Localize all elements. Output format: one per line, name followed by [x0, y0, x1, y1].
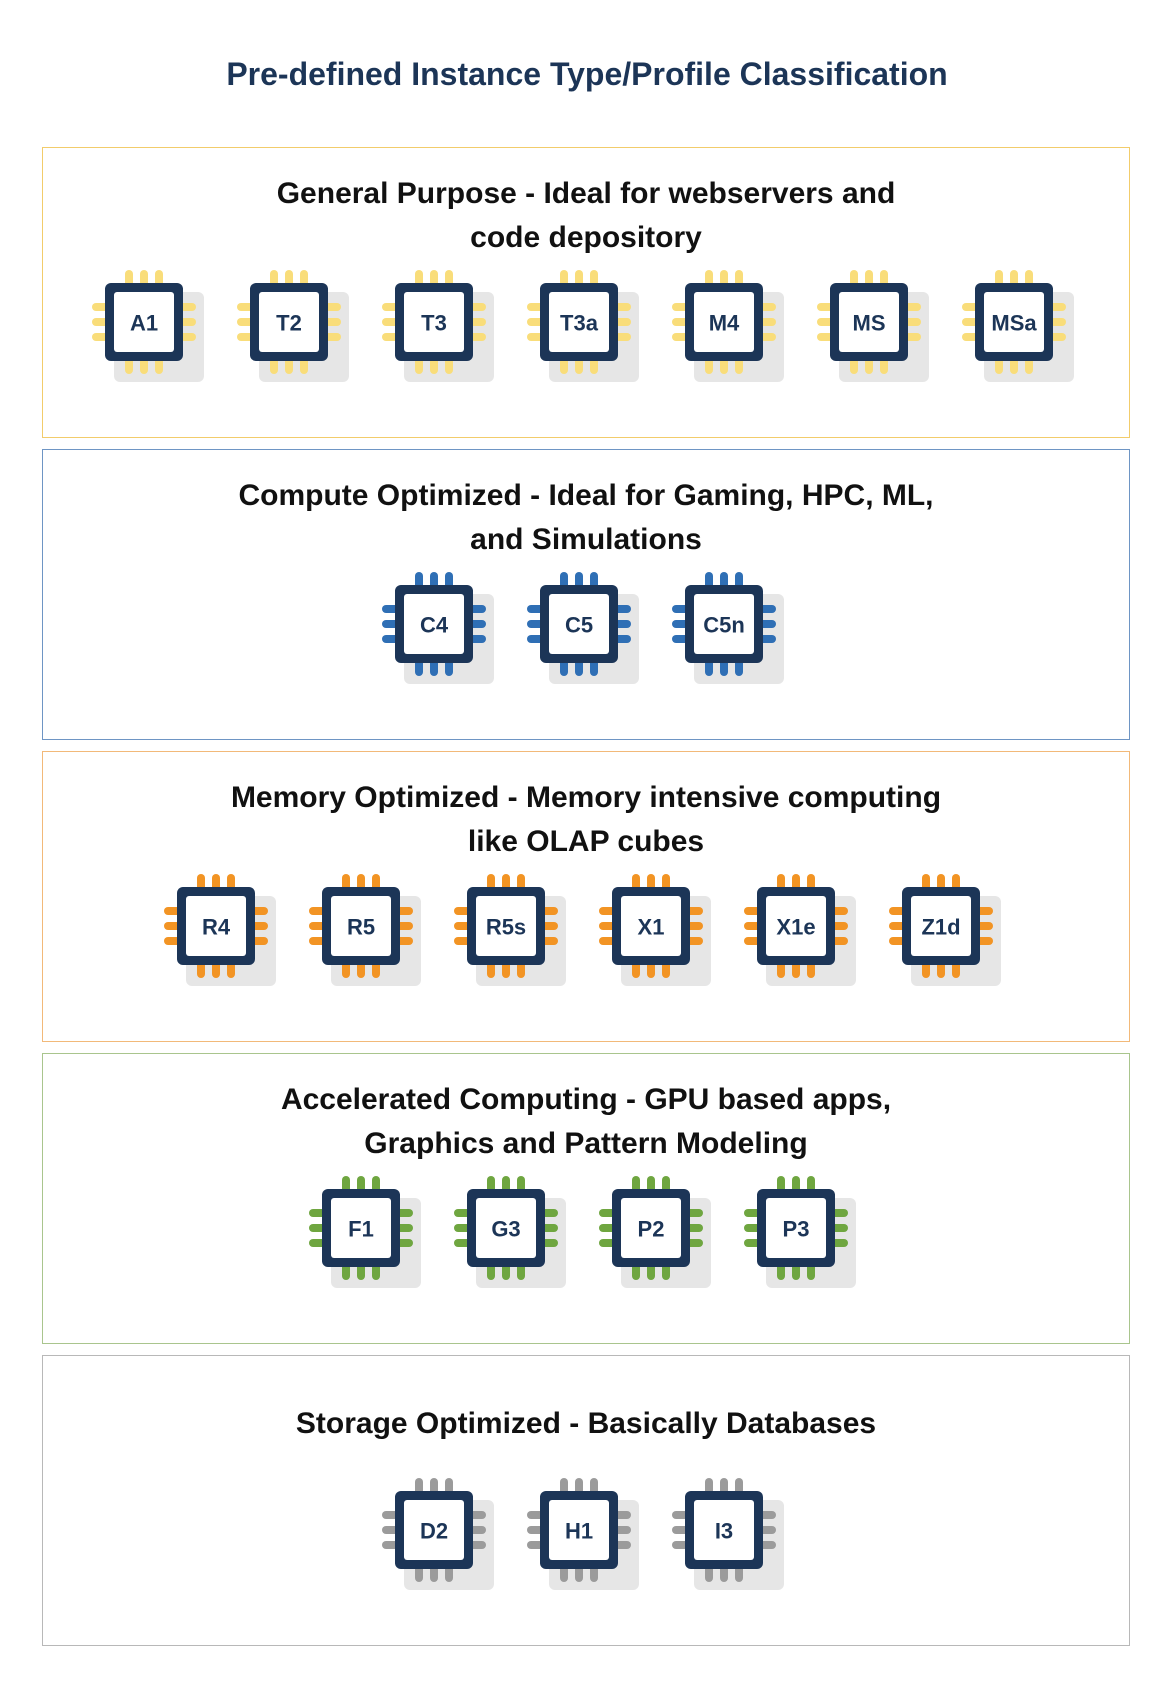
chip-face	[766, 896, 826, 956]
chip-icon: R5s	[454, 874, 566, 986]
chip-label: A1	[129, 311, 157, 336]
section-accelerated-computing: Accelerated Computing - GPU based apps, G…	[42, 1053, 1130, 1344]
chip-label: T3a	[560, 311, 599, 336]
section-title-line: Storage Optimized - Basically Databases	[295, 1407, 877, 1440]
chip-face	[693, 594, 754, 654]
chip-label: R4	[202, 915, 231, 940]
chip-icon: P2	[599, 1176, 711, 1288]
chip-label: T2	[276, 311, 302, 336]
section-title: Compute Optimized - Ideal for Gaming, HP…	[43, 474, 1129, 562]
chip-icon: X1	[599, 874, 711, 986]
section-memory-optimized: Memory Optimized - Memory intensive comp…	[42, 751, 1130, 1042]
chip-label: P2	[638, 1217, 665, 1242]
chip-label: X1e	[776, 915, 815, 940]
chip-row: C4 C5 C5n	[43, 568, 1129, 695]
chip-face	[186, 896, 246, 956]
chip-label: M4	[708, 311, 739, 336]
chip-face	[548, 594, 609, 654]
chip-icon: T3	[381, 270, 494, 382]
chip-icon: P3	[744, 1176, 856, 1288]
chip-face	[403, 292, 464, 352]
chip-icon: D2	[381, 1478, 494, 1590]
section-title: Storage Optimized - Basically Databases	[43, 1402, 1129, 1446]
chip-label: C4	[419, 613, 448, 638]
section-title-line: and Simulations	[470, 523, 702, 556]
chip-face	[548, 1500, 609, 1560]
section-general-purpose: General Purpose - Ideal for webservers a…	[42, 147, 1130, 438]
chip-face	[838, 292, 899, 352]
chip-row: F1 G3 P2 P3	[43, 1172, 1129, 1299]
chip-face	[331, 1198, 391, 1258]
chip-face	[766, 1198, 826, 1258]
section-title-line: Compute Optimized - Ideal for Gaming, HP…	[238, 479, 934, 512]
section-title-line: like OLAP cubes	[467, 825, 705, 858]
chip-icon: H1	[526, 1478, 639, 1590]
chip-label: D2	[419, 1519, 447, 1544]
chip-label: G3	[491, 1217, 520, 1242]
chip-row: A1 T2 T3 T3a M4 MS MSa	[43, 266, 1129, 393]
chip-face	[113, 292, 174, 352]
section-compute-optimized: Compute Optimized - Ideal for Gaming, HP…	[42, 449, 1130, 740]
chip-icon: MS	[816, 270, 929, 382]
chip-face	[911, 896, 971, 956]
chip-label: R5s	[486, 915, 526, 940]
chip-icon: Z1d	[889, 874, 1001, 986]
chip-face	[403, 594, 464, 654]
chip-face	[331, 896, 391, 956]
section-title-line: Graphics and Pattern Modeling	[364, 1127, 808, 1160]
chip-label: C5n	[703, 613, 745, 638]
chip-label: MS	[852, 311, 885, 336]
chip-face	[476, 1198, 536, 1258]
chip-label: P3	[783, 1217, 810, 1242]
chip-icon: MSa	[961, 270, 1074, 382]
chip-icon: T2	[236, 270, 349, 382]
chip-label: X1	[638, 915, 665, 940]
chip-icon: C5	[526, 572, 639, 684]
chip-face	[621, 896, 681, 956]
section-title-line: Accelerated Computing - GPU based apps,	[280, 1083, 892, 1116]
chip-face	[548, 292, 609, 352]
chip-face	[621, 1198, 681, 1258]
chip-icon: I3	[671, 1478, 784, 1590]
chip-icon: R4	[164, 874, 276, 986]
chip-face	[403, 1500, 464, 1560]
section-title-line: General Purpose - Ideal for webservers a…	[276, 177, 896, 210]
section-title-line: code depository	[470, 221, 702, 254]
chip-icon: F1	[309, 1176, 421, 1288]
page-title: Pre-defined Instance Type/Profile Classi…	[226, 56, 948, 92]
chip-icon: X1e	[744, 874, 856, 986]
chip-row: R4 R5 R5s X1 X1e Z1d	[43, 870, 1129, 997]
chip-icon: C4	[381, 572, 494, 684]
chip-face	[476, 896, 536, 956]
chip-label: I3	[714, 1519, 732, 1544]
section-title: Memory Optimized - Memory intensive comp…	[43, 776, 1129, 864]
chip-label: MSa	[991, 311, 1037, 336]
chip-face	[258, 292, 319, 352]
chip-icon: T3a	[526, 270, 639, 382]
chip-icon: M4	[671, 270, 784, 382]
section-title: Accelerated Computing - GPU based apps, G…	[43, 1078, 1129, 1166]
chip-label: F1	[348, 1217, 374, 1242]
chip-icon: A1	[91, 270, 204, 382]
section-title-line: Memory Optimized - Memory intensive comp…	[230, 781, 942, 814]
chip-face	[983, 292, 1044, 352]
section-title: General Purpose - Ideal for webservers a…	[43, 172, 1129, 260]
chip-label: Z1d	[921, 915, 960, 940]
chip-face	[693, 1500, 754, 1560]
chip-face	[693, 292, 754, 352]
chip-icon: C5n	[671, 572, 784, 684]
chip-label: R5	[347, 915, 375, 940]
chip-icon: R5	[309, 874, 421, 986]
chip-icon: G3	[454, 1176, 566, 1288]
chip-label: C5	[564, 613, 592, 638]
chip-label: H1	[564, 1519, 592, 1544]
chip-row: D2 H1 I3	[43, 1474, 1129, 1601]
chip-label: T3	[421, 311, 447, 336]
